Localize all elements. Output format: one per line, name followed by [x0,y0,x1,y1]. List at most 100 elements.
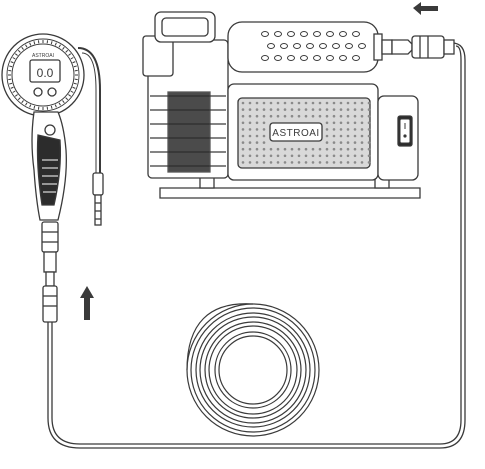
grille-dot [242,115,245,118]
grille-dot [368,135,371,138]
grille-dot [368,155,371,158]
grille-dot [256,141,259,144]
grille-dot [340,161,343,164]
grille-dot [333,148,336,151]
grille-dot [263,128,266,131]
grille-dot [284,102,287,105]
grille-dot [263,108,266,111]
grille-dot [368,122,371,125]
grille-dot [340,108,343,111]
outlet-connector [392,40,412,54]
grille-dot [319,161,322,164]
grille-dot [361,128,364,131]
grille-dot [326,108,329,111]
grille-dot [256,161,259,164]
grille-dot [347,102,350,105]
grille-dot [333,161,336,164]
coiled-hose [187,304,319,436]
grille-dot [368,141,371,144]
grille-dot [291,155,294,158]
grille-dot [277,115,280,118]
grille-dot [347,115,350,118]
grille-dot [361,115,364,118]
grille-dot [361,141,364,144]
grille-dot [319,102,322,105]
grille-dot [368,102,371,105]
grille-dot [347,135,350,138]
gauge-display-value: 0.0 [37,66,54,80]
grille-dot [312,102,315,105]
grille-dot [270,115,273,118]
grille-dot [340,135,343,138]
rocker-switch-icon[interactable] [400,119,410,143]
grille-dot [347,141,350,144]
grille-dot [242,155,245,158]
grille-dot [312,108,315,111]
grille-dot [249,102,252,105]
grille-dot [319,115,322,118]
grille-dot [340,115,343,118]
grille-dot [354,141,357,144]
grille-dot [263,115,266,118]
grille-dot [305,161,308,164]
grille-dot [284,161,287,164]
grille-dot [361,148,364,151]
grille-dot [347,161,350,164]
grille-dot [347,122,350,125]
grille-dot [340,102,343,105]
grille-dot [298,108,301,111]
grille-dot [347,155,350,158]
grille-dot [354,135,357,138]
grille-dot [256,135,259,138]
grille-dot [277,108,280,111]
grille-dot [284,115,287,118]
grille-dot [354,102,357,105]
gauge-button-left [34,88,42,96]
grille-dot [361,102,364,105]
grille-dot [277,155,280,158]
grille-dot [263,135,266,138]
grille-dot [326,161,329,164]
grille-dot [361,122,364,125]
grille-dot [333,128,336,131]
grille-dot [270,161,273,164]
grille-dot [242,122,245,125]
grille-dot [354,122,357,125]
grille-dot [312,115,315,118]
grille-dot [263,148,266,151]
compressor-brand-label: ASTROAI [272,128,319,139]
grille-dot [368,115,371,118]
grille-dot [242,108,245,111]
grille-dot [291,115,294,118]
grille-dot [256,155,259,158]
grille-dot [284,108,287,111]
grille-dot [354,155,357,158]
grille-dot [305,102,308,105]
grille-dot [326,122,329,125]
grille-dot [291,102,294,105]
grille-dot [284,155,287,158]
quick-coupler [42,222,58,252]
grille-dot [249,148,252,151]
grille-dot [291,161,294,164]
grille-dot [340,155,343,158]
grille-dot [312,155,315,158]
grille-dot [368,128,371,131]
grille-dot [263,161,266,164]
grille-dot [242,128,245,131]
grille-dot [319,155,322,158]
grille-dot [361,135,364,138]
grille-dot [333,155,336,158]
grille-dot [242,148,245,151]
grille-dot [249,128,252,131]
grille-dot [270,155,273,158]
grille-dot [333,122,336,125]
grille-dot [368,108,371,111]
grille-dot [319,108,322,111]
grille-dot [291,108,294,111]
grille-dot [256,122,259,125]
grille-dot [305,148,308,151]
arrow-up-icon [80,286,94,320]
grille-dot [333,115,336,118]
